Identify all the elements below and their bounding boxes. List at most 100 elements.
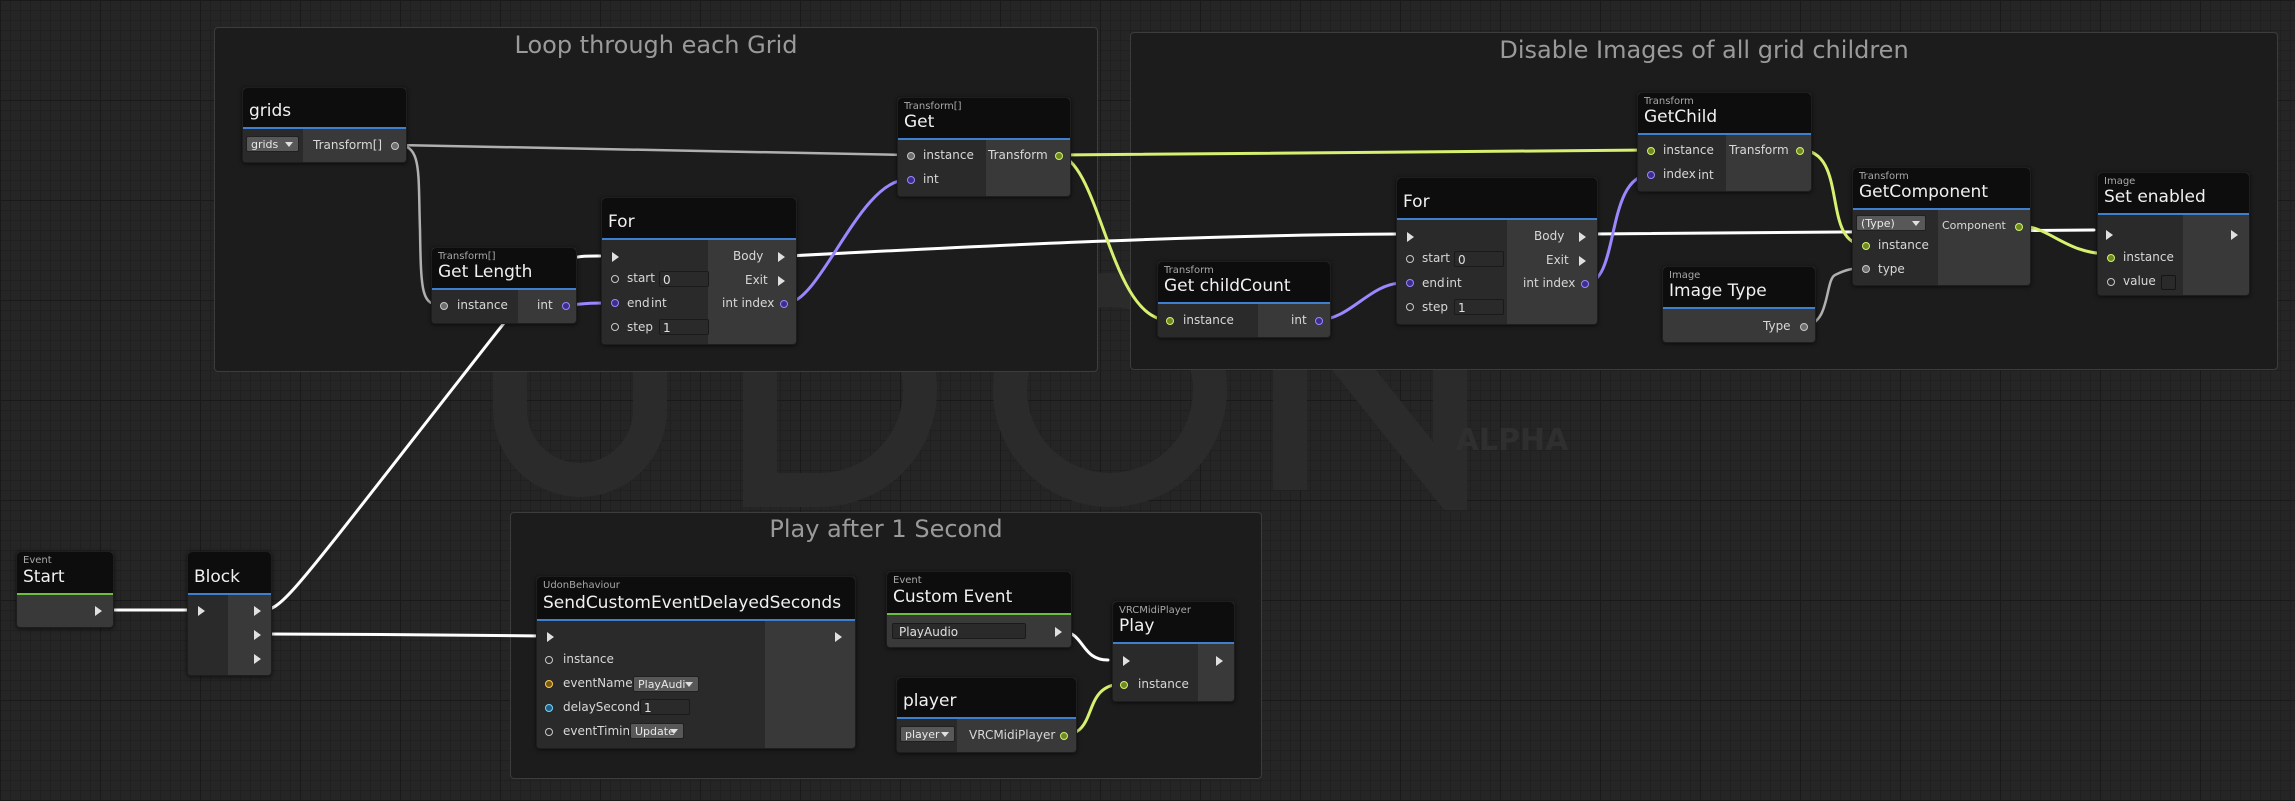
flow-out-port[interactable] [1055,627,1062,637]
flow-in-port[interactable] [2106,230,2113,240]
type-in-port[interactable] [1862,265,1870,273]
output-label: Transform [988,148,1048,162]
instance-in-port[interactable] [2107,254,2115,262]
flow-out-port-2[interactable] [254,630,261,640]
body-out-port[interactable] [778,252,785,262]
node-start-event[interactable]: Event Start [16,551,114,628]
event-name-label: eventName [563,676,633,690]
node-set-enabled[interactable]: Image Set enabled instance value [2097,172,2250,296]
exit-label: Exit [745,273,768,287]
node-category: Transform[] [438,251,496,262]
instance-in-port[interactable] [1647,147,1655,155]
timing-dropdown[interactable]: Update [630,723,684,739]
step-field[interactable]: 1 [659,319,709,335]
flow-in-port[interactable] [1407,232,1414,242]
node-get-component[interactable]: Transform GetComponent (Type) Component … [1852,167,2031,286]
variable-dropdown[interactable]: grids [246,136,299,152]
node-title: For [608,212,635,232]
node-title: GetChild [1644,107,1718,127]
node-block[interactable]: Block [187,551,272,676]
flow-out-port[interactable] [2231,230,2238,240]
instance-in-port[interactable] [1166,317,1174,325]
node-grids-variable[interactable]: grids grids Transform[] [242,87,407,163]
end-in-port[interactable] [1406,279,1414,287]
body-out-port[interactable] [1579,232,1586,242]
input-label: instance [1183,313,1234,327]
group-title: Disable Images of all grid children [1499,36,1909,64]
flow-out-port[interactable] [95,606,102,616]
output-label: int [1291,313,1307,327]
flow-in-port[interactable] [612,252,619,262]
step-field[interactable]: 1 [1454,299,1504,315]
array-out-port[interactable] [391,142,399,150]
index-out-port[interactable] [1581,280,1589,288]
step-in-port[interactable] [1406,303,1414,311]
instance-in-port[interactable] [545,656,553,664]
delay-field[interactable]: 1 [640,699,690,715]
node-play[interactable]: VRCMidiPlayer Play instance [1112,601,1235,702]
transform-out-port[interactable] [1055,152,1063,160]
value-checkbox[interactable] [2161,275,2176,290]
start-field[interactable]: 0 [1454,251,1504,267]
start-in-port[interactable] [611,275,619,283]
node-send-custom-event-delayed[interactable]: UdonBehaviour SendCustomEventDelayedSeco… [536,576,856,749]
flow-in-port[interactable] [1123,656,1130,666]
instance-label: instance [1663,143,1714,157]
node-category: Event [23,555,52,566]
exit-out-port[interactable] [1579,256,1586,266]
node-title: Block [194,567,240,587]
instance-in-port[interactable] [440,302,448,310]
event-name-in-port[interactable] [545,680,553,688]
index-out-port[interactable] [780,300,788,308]
output-label: Transform [1729,143,1789,157]
start-in-port[interactable] [1406,255,1414,263]
flow-in-port[interactable] [198,606,205,616]
flow-out-port-3[interactable] [254,654,261,664]
watermark-text: ALPHA [1456,423,1569,458]
exit-out-port[interactable] [778,276,785,286]
timing-in-port[interactable] [545,728,553,736]
node-custom-event[interactable]: Event Custom Event PlayAudio [886,571,1072,648]
node-for-loop-2[interactable]: For Body start 0 Exit end int int index … [1396,177,1598,325]
group-title: Loop through each Grid [514,31,798,59]
end-in-port[interactable] [611,299,619,307]
flow-out-port[interactable] [835,632,842,642]
variable-dropdown[interactable]: player [900,726,955,742]
flow-out-port[interactable] [1216,656,1223,666]
player-out-port[interactable] [1060,732,1068,740]
body-label: Body [733,249,764,263]
delay-in-port[interactable] [545,704,553,712]
flow-in-port[interactable] [547,632,554,642]
step-label: step [1422,300,1448,314]
int-out-port[interactable] [562,302,570,310]
event-name-dropdown[interactable]: PlayAudi [633,676,699,692]
int-in-port[interactable] [907,176,915,184]
instance-in-port[interactable] [1120,681,1128,689]
node-get-child[interactable]: Transform GetChild instance Transform in… [1637,92,1812,192]
body-label: Body [1534,229,1565,243]
node-category: Event [893,575,922,586]
instance-in-port[interactable] [1862,242,1870,250]
value-in-port[interactable] [2107,278,2115,286]
transform-out-port[interactable] [1796,147,1804,155]
instance-in-port[interactable] [907,152,915,160]
flow-out-port-1[interactable] [254,606,261,616]
node-category: Transform [1164,265,1214,276]
node-image-type[interactable]: Image Image Type Type [1662,266,1816,343]
node-get-length[interactable]: Transform[] Get Length instance int [431,247,577,324]
event-name-field[interactable]: PlayAudio [892,623,1026,639]
node-title: Get [904,112,935,132]
end-type: int [1446,276,1462,290]
component-out-port[interactable] [2015,223,2023,231]
node-for-loop-1[interactable]: For Body start 0 Exit end int int index … [601,197,797,345]
type-out-port[interactable] [1800,323,1808,331]
step-in-port[interactable] [611,323,619,331]
node-get-child-count[interactable]: Transform Get childCount instance int [1157,261,1331,338]
index-label: int index [722,296,775,310]
start-field[interactable]: 0 [659,271,709,287]
index-in-port[interactable] [1647,171,1655,179]
int-out-port[interactable] [1315,317,1323,325]
type-dropdown[interactable]: (Type) [1856,215,1926,231]
node-player-variable[interactable]: player player VRCMidiPlayer [896,677,1077,753]
node-array-get[interactable]: Transform[] Get instance Transform int [897,97,1071,197]
